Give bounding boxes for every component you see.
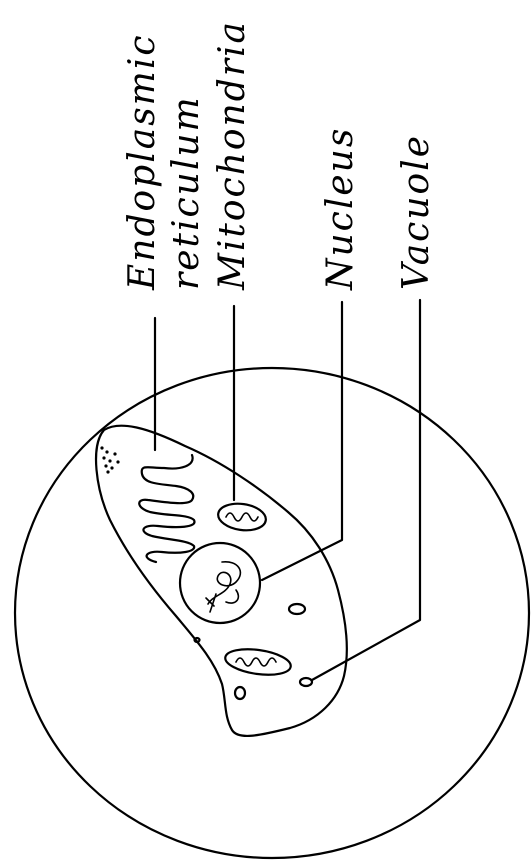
mitochondrion-upper xyxy=(216,501,267,533)
endoplasmic-reticulum xyxy=(139,455,194,562)
vacuole-small-right xyxy=(289,604,305,614)
label-mitochondria: Mitochondria xyxy=(212,20,253,291)
nucleus xyxy=(180,543,260,623)
label-nucleus: Nucleus xyxy=(320,127,361,291)
field-of-view-circle xyxy=(15,368,529,858)
granule-lower xyxy=(235,687,245,699)
label-endoplasmic: Endoplasmic xyxy=(122,34,163,292)
cell-membrane xyxy=(96,426,347,736)
leader-line-vacuole xyxy=(312,300,420,680)
label-vacuole: Vacuole xyxy=(396,134,437,290)
chromatin xyxy=(206,562,240,612)
vacuole xyxy=(300,678,312,686)
label-reticulum: reticulum xyxy=(166,95,207,290)
mitochondrion-lower xyxy=(224,646,293,679)
leader-line-nucleus xyxy=(262,302,342,580)
ribosomes xyxy=(100,446,119,473)
leader-lines xyxy=(155,300,420,680)
